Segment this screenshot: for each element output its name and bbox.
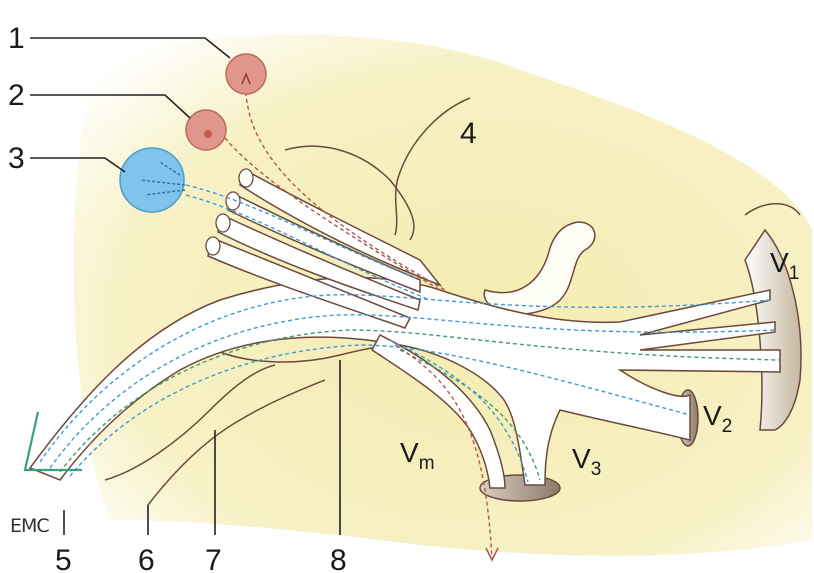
rootlet-end-3 bbox=[216, 214, 230, 232]
rootlet-end-4 bbox=[206, 237, 220, 255]
label-4: 4 bbox=[460, 117, 477, 150]
nucleus-2 bbox=[186, 110, 226, 150]
label-5: 5 bbox=[55, 544, 72, 573]
rootlet-end-2 bbox=[226, 192, 240, 210]
artist-signature: EMC bbox=[10, 515, 49, 537]
label-7: 7 bbox=[205, 544, 222, 573]
label-2: 2 bbox=[8, 79, 25, 112]
label-3: 3 bbox=[8, 142, 25, 175]
label-6: 6 bbox=[138, 544, 155, 573]
label-8: 8 bbox=[330, 544, 347, 573]
rootlet-end-1 bbox=[239, 169, 253, 187]
nucleus-2-dot bbox=[204, 130, 212, 138]
label-1: 1 bbox=[8, 22, 25, 55]
nucleus-3 bbox=[120, 148, 184, 212]
